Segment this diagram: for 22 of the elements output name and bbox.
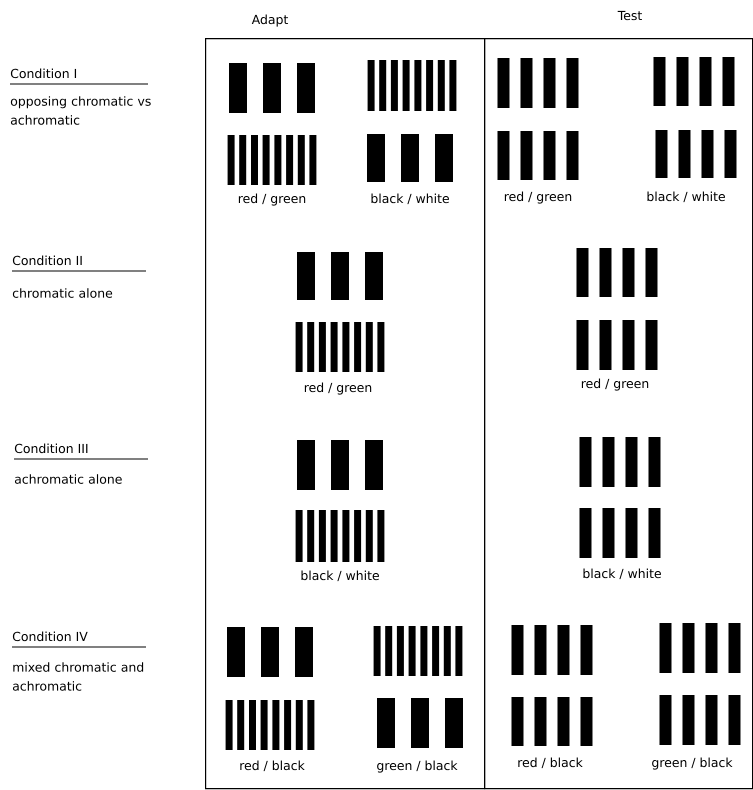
condition-description: achromatic alone (14, 474, 122, 484)
condition-heading: Condition I (10, 68, 148, 84)
pattern-label: red / black (518, 758, 583, 768)
condition-description: mixed chromatic and achromatic (12, 662, 144, 691)
condition-heading: Condition III (14, 444, 148, 460)
pattern-label: black / white (372, 194, 449, 204)
pattern-label: green / black (652, 758, 733, 770)
pattern-label: green / black (377, 760, 458, 773)
column-heading: Adapt (252, 14, 288, 27)
pattern-label: red / green (582, 378, 648, 391)
pattern-label: black / white (584, 568, 661, 580)
pattern-label: red / green (304, 382, 372, 395)
pattern-label: red / black (240, 760, 305, 772)
condition-heading: Condition IV (12, 632, 146, 648)
pattern-label: red / green (504, 192, 572, 204)
column-heading: Test (618, 10, 642, 20)
pattern-label: red / green (238, 194, 306, 206)
condition-description: opposing chromatic vs achromatic (10, 96, 151, 125)
condition-heading: Condition II (12, 256, 146, 272)
pattern-label: black / white (648, 192, 725, 202)
condition-description: chromatic alone (12, 288, 112, 298)
pattern-label: black / white (302, 570, 379, 582)
